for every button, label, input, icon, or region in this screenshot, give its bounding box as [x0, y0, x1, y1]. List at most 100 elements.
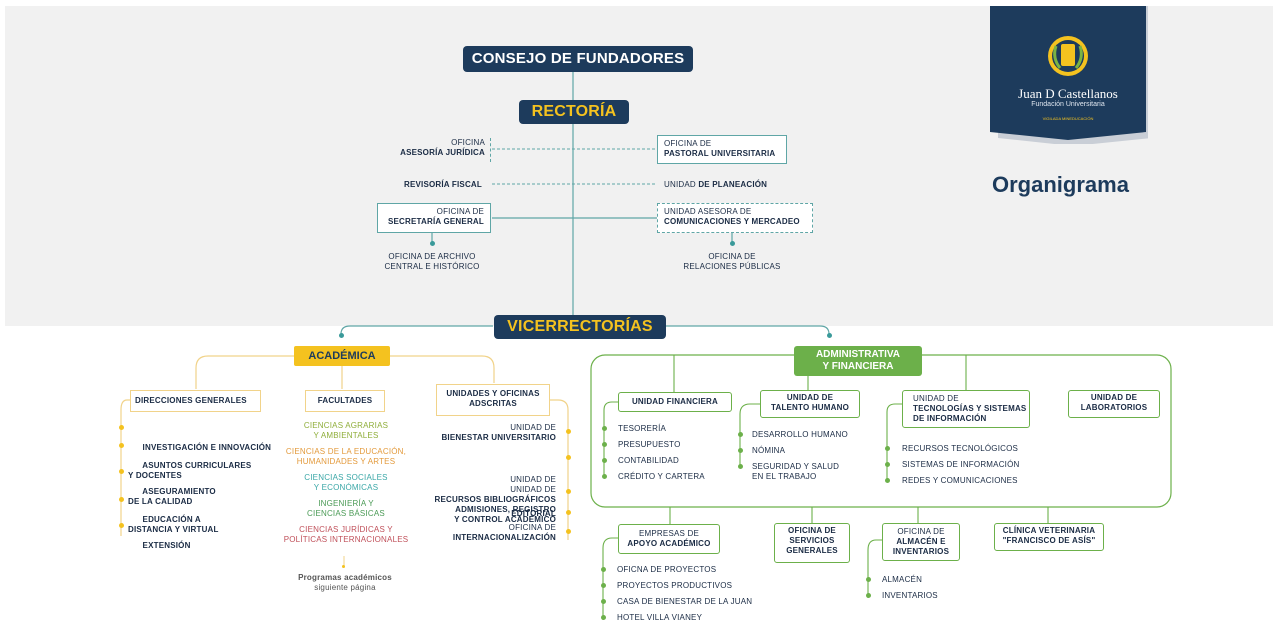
item-text: SEGURIDAD Y SALUD EN EL TRABAJO [752, 462, 840, 481]
financiera-item: PRESUPUESTO [602, 440, 738, 456]
unidad-item: UNIDAD DE RECURSOS BIBLIOGRÁFICOS [418, 485, 571, 509]
revisoria-fiscal: REVISORÍA FISCAL [403, 180, 482, 189]
direccion-text: ASEGURAMIENTO DE LA CALIDAD [128, 487, 216, 506]
talento-list: DESARROLLO HUMANO NÓMINA SEGURIDAD Y SAL… [738, 430, 872, 484]
almacen-item: ALMACÉN [866, 575, 982, 591]
oficina-servicios-generales: OFICINA DE SERVICIOS GENERALES [774, 523, 850, 563]
secretaria-line1: OFICINA DE [436, 207, 484, 216]
logo-banner: Juan D Castellanos Fundación Universitar… [990, 6, 1148, 144]
archivo-dot [430, 241, 435, 246]
tecnologias-item: REDES Y COMUNICACIONES [885, 476, 1042, 492]
asesoria-line2: ASESORÍA JURÍDICA [400, 148, 485, 157]
facultad-item: CIENCIAS AGRARIAS Y AMBIENTALES [303, 421, 389, 440]
unidad-bold: EDITORIAL [511, 509, 556, 518]
unidad-asesora-comunicaciones: UNIDAD ASESORA DE COMUNICACIONES Y MERCA… [657, 203, 813, 233]
academica-title: ACADÉMICA [294, 346, 390, 366]
bullet [602, 474, 607, 479]
unidad-item: UNIDAD DE ADMISIONES, REGISTRO Y CONTROL… [418, 445, 571, 524]
direccion-text: INVESTIGACIÓN E INNOVACIÓN [142, 443, 272, 452]
item-text: DESARROLLO HUMANO [752, 430, 848, 439]
item-text: REDES Y COMUNICACIONES [902, 476, 1018, 485]
empresas-item: OFICNA DE PROYECTOS [601, 565, 777, 581]
bullet [566, 510, 571, 515]
item-text: CONTABILIDAD [618, 456, 679, 465]
unidad-financiera-title: UNIDAD FINANCIERA [618, 392, 732, 412]
banner-shape [990, 6, 1148, 144]
bullet [119, 443, 124, 448]
financiera-item: CONTABILIDAD [602, 456, 738, 472]
programas-bold: Programas académicos [298, 573, 392, 582]
item-text: PROYECTOS PRODUCTIVOS [617, 581, 733, 590]
bullet [601, 583, 606, 588]
bullet [566, 529, 571, 534]
administrativa-dot [827, 333, 832, 338]
unidad-pre: UNIDAD DE [510, 485, 556, 494]
bullet [602, 426, 607, 431]
archivo-line2: CENTRAL E HISTÓRICO [384, 262, 480, 271]
pastoral-line2: PASTORAL UNIVERSITARIA [664, 149, 776, 158]
bullet [885, 462, 890, 467]
bullet [866, 577, 871, 582]
bullet [566, 489, 571, 494]
asesoria-line1: OFICINA [451, 138, 485, 147]
vicerrectorias: VICERRECTORÍAS [494, 315, 666, 339]
direccion-text: EDUCACIÓN A DISTANCIA Y VIRTUAL [128, 515, 219, 534]
empresas-item: PROYECTOS PRODUCTIVOS [601, 581, 777, 597]
oficina-relaciones-publicas: OFICINA DE RELACIONES PÚBLICAS [672, 252, 792, 272]
direccion-item: ASUNTOS CURRICULARES Y DOCENTES [119, 441, 278, 480]
unidad-laboratorios-title: UNIDAD DE LABORATORIOS [1068, 390, 1160, 418]
relaciones-dot [730, 241, 735, 246]
financiera-list: TESORERÍA PRESUPUESTO CONTABILIDAD CRÉDI… [602, 424, 738, 488]
facultades-title: FACULTADES [305, 390, 385, 412]
oficina-secretaria-general: OFICINA DE SECRETARÍA GENERAL [377, 203, 491, 233]
oficina-pastoral-universitaria: OFICINA DE PASTORAL UNIVERSITARIA [657, 135, 787, 164]
facultad-item: CIENCIAS DE LA EDUCACIÓN, HUMANIDADES Y … [285, 447, 407, 466]
bullet [738, 448, 743, 453]
unidad-item: OFICINA DE INTERNACIONALIZACIÓN [418, 523, 571, 545]
direcciones-list: INVESTIGACIÓN E INNOVACIÓN ASUNTOS CURRI… [119, 423, 278, 550]
unidad-bold: BIENESTAR UNIVERSITARIO [441, 433, 556, 442]
empresas-item: HOTEL VILLA VIANEY [601, 613, 777, 629]
bullet [738, 464, 743, 469]
oficina-asesoria-juridica: OFICINA ASESORÍA JURÍDICA [385, 138, 491, 162]
bullet [602, 442, 607, 447]
pastoral-line1: OFICINA DE [664, 139, 712, 148]
archivo-line1: OFICINA DE ARCHIVO [388, 252, 476, 261]
bullet [566, 429, 571, 434]
bullet [885, 446, 890, 451]
administrativa-title: ADMINISTRATIVA Y FINANCIERA [794, 346, 922, 376]
unidad-tecnologias-title: UNIDAD DE TECNOLOGÍAS Y SISTEMAS DE INFO… [902, 390, 1030, 428]
facultad-item: CIENCIAS SOCIALES Y ECONÓMICAS [304, 473, 388, 492]
bullet [119, 425, 124, 430]
almacen-list: ALMACÉN INVENTARIOS [866, 575, 982, 607]
facultad-item: INGENIERÍA Y CIENCIAS BÁSICAS [307, 499, 385, 518]
bullet [601, 615, 606, 620]
item-text: CRÉDITO Y CARTERA [618, 472, 705, 481]
secretaria-line2: SECRETARÍA GENERAL [387, 217, 484, 226]
bullet [866, 593, 871, 598]
rectoria: RECTORÍA [519, 100, 629, 124]
bullet [119, 497, 124, 502]
bullet [566, 455, 571, 460]
unidad-de-planeacion: UNIDAD DE PLANEACIÓN [664, 180, 814, 190]
item-text: TESORERÍA [618, 424, 667, 433]
tecnologias-pre: UNIDAD DE [913, 394, 959, 403]
relaciones-line1: OFICINA DE [708, 252, 756, 261]
financiera-item: TESORERÍA [602, 424, 738, 440]
unidad-item: UNIDAD DE BIENESTAR UNIVERSITARIO [418, 423, 571, 445]
empresas-list: OFICNA DE PROYECTOS PROYECTOS PRODUCTIVO… [601, 565, 777, 629]
unidad-bold: RECURSOS BIBLIOGRÁFICOS [434, 495, 556, 504]
talento-item: DESARROLLO HUMANO [738, 430, 872, 446]
empresas-item: CASA DE BIENESTAR DE LA JUAN [601, 597, 777, 613]
unidades-list: UNIDAD DE BIENESTAR UNIVERSITARIO UNIDAD… [418, 423, 571, 545]
comunicaciones-line2: COMUNICACIONES Y MERCADEO [664, 217, 800, 226]
empresas-pre: EMPRESAS DE [639, 529, 699, 538]
item-text: OFICNA DE PROYECTOS [617, 565, 717, 574]
financiera-item: CRÉDITO Y CARTERA [602, 472, 738, 488]
bullet [885, 478, 890, 483]
direccion-item: INVESTIGACIÓN E INNOVACIÓN [119, 423, 278, 452]
item-text: NÓMINA [752, 446, 786, 455]
unidad-pre: OFICINA DE [508, 523, 556, 532]
tecnologias-list: RECURSOS TECNOLÓGICOS SISTEMAS DE INFORM… [885, 444, 1042, 492]
almacen-pre: OFICINA DE [897, 527, 945, 536]
